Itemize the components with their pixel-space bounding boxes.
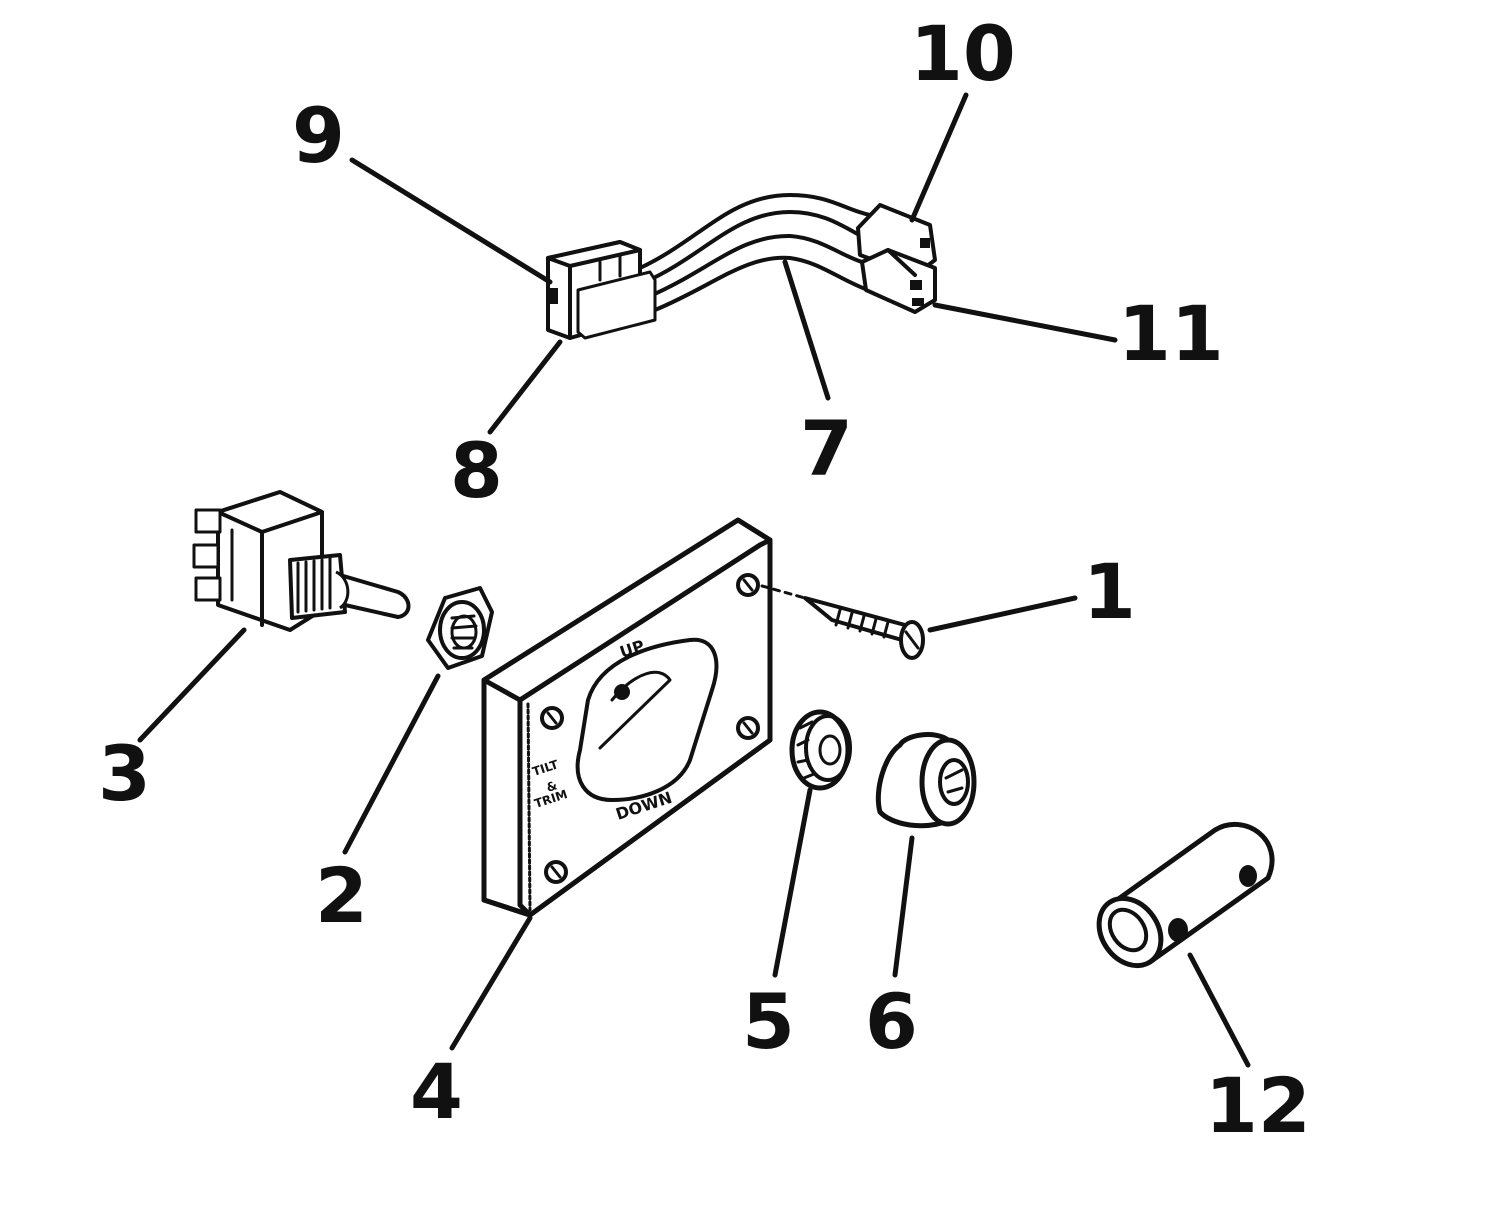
callout-10: 10 (910, 9, 1016, 98)
leader-lines (137, 92, 1251, 1068)
callout-11: 11 (1118, 289, 1224, 378)
callout-12: 12 (1205, 1061, 1311, 1150)
screw (760, 584, 925, 660)
callout-9: 9 (292, 91, 345, 180)
hex-nut (426, 586, 494, 670)
toggle-switch (192, 490, 411, 632)
left-connector (546, 240, 657, 340)
callout-4: 4 (410, 1047, 463, 1136)
callout-7: 7 (800, 404, 853, 493)
right-connector (856, 203, 937, 314)
boot-nut (789, 709, 852, 791)
callout-2: 2 (315, 851, 368, 940)
callout-8: 8 (450, 426, 503, 515)
callout-6: 6 (865, 977, 918, 1066)
callout-5: 5 (742, 977, 795, 1066)
panel-label-amp: & (545, 778, 559, 795)
toggle-boot (875, 732, 977, 829)
callout-numbers: 1 2 3 4 5 6 7 8 9 10 11 12 (98, 9, 1311, 1150)
wire-harness (546, 193, 937, 340)
panel-screw-holes (540, 573, 760, 884)
callout-3: 3 (98, 729, 151, 818)
sleeve (1096, 822, 1275, 969)
mounting-panel: UP DOWN TILT & TRIM (481, 517, 773, 918)
callout-1: 1 (1083, 547, 1136, 636)
